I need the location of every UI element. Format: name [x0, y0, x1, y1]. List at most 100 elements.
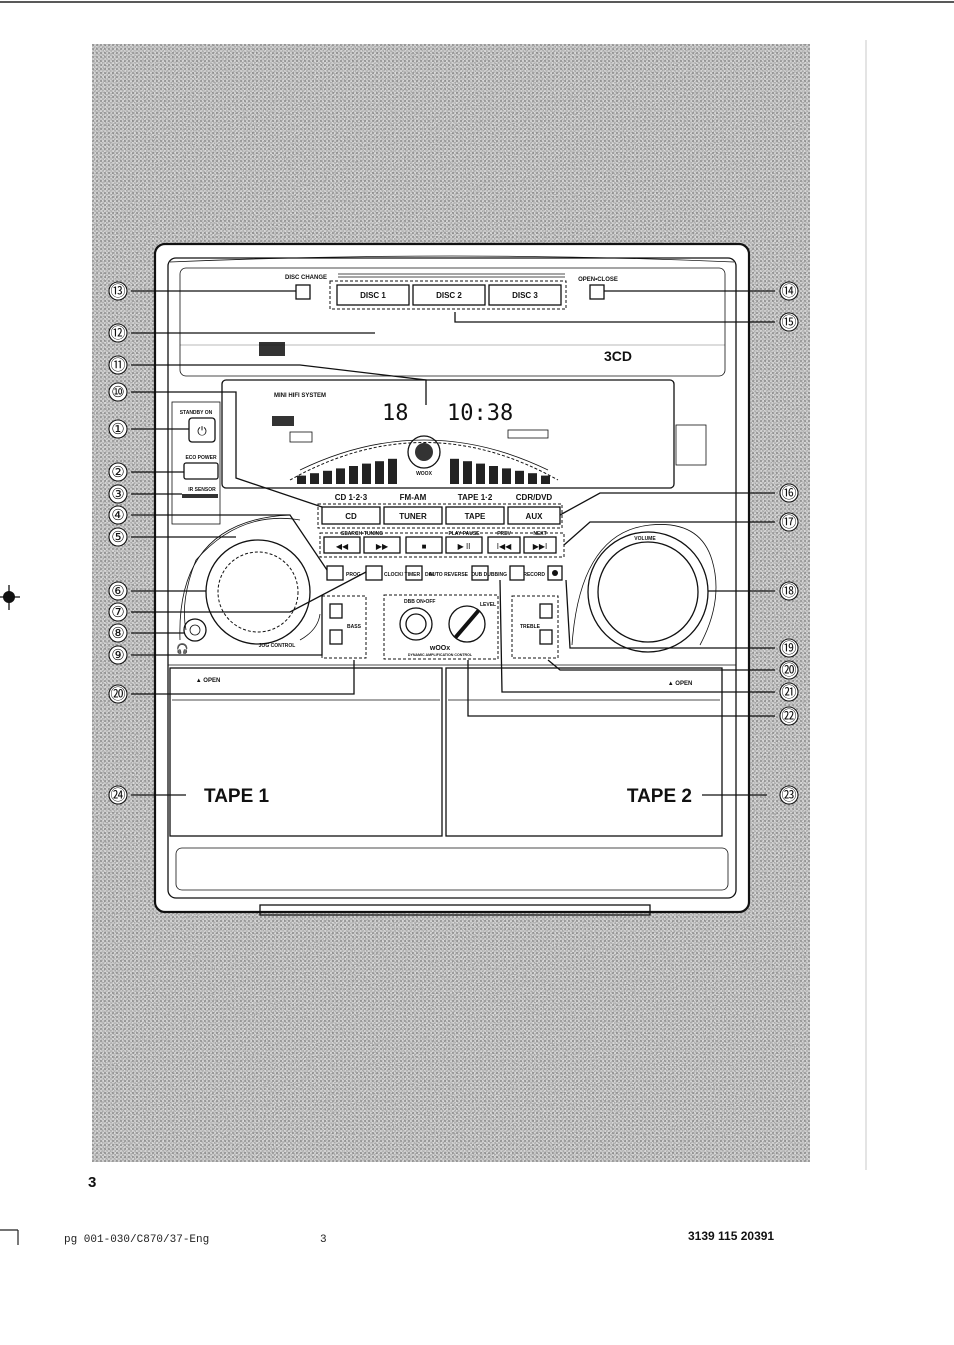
auto-reverse-label: AUTO REVERSE	[429, 572, 469, 578]
open-left-label: ▲ OPEN	[196, 678, 221, 684]
prev-button[interactable]	[487, 536, 521, 554]
dbb-knob[interactable]	[399, 607, 433, 641]
headphone-icon: 🎧	[176, 642, 188, 655]
dim-label: DIM	[425, 572, 434, 578]
forward-button[interactable]	[363, 536, 401, 554]
ir-sensor	[182, 494, 218, 498]
standby-button[interactable]	[188, 417, 216, 443]
callout-left-10-circle	[108, 581, 128, 601]
volume-knob[interactable]	[587, 531, 709, 653]
dub-button[interactable]	[509, 565, 525, 581]
callout-left-13-circle	[108, 645, 128, 665]
spectrum-bar	[310, 473, 319, 484]
eco-power-label: ECO POWER	[185, 455, 217, 461]
treble-group	[511, 595, 559, 659]
dac-caption: DYNAMIC AMPLIFICATION CONTROL	[408, 653, 473, 657]
disc1-button[interactable]	[336, 284, 410, 306]
record-label: RECORD	[523, 572, 545, 578]
callout-left-1: ⑬	[110, 282, 125, 300]
record-button[interactable]	[547, 565, 563, 581]
next-icon: ▶▶I	[533, 542, 548, 551]
bass-down-button[interactable]	[329, 629, 343, 645]
disc2-button[interactable]	[412, 284, 486, 306]
stereo-unit: ⏻	[153, 242, 751, 916]
callout-left-11: ⑦	[111, 603, 124, 621]
headphone-jack[interactable]	[183, 618, 207, 642]
callout-left-4-circle	[108, 382, 128, 402]
spectrum-bar	[489, 466, 498, 484]
tuner-source-button[interactable]	[383, 506, 443, 525]
display-track: 18	[382, 401, 409, 426]
treble-label: TREBLE	[520, 624, 541, 630]
rewind-button[interactable]	[323, 536, 361, 554]
callout-left-14: ⑳	[110, 685, 125, 703]
spectrum-bar	[515, 470, 524, 484]
callout-right-3-circle	[779, 483, 799, 503]
callout-right-6: ⑲	[781, 639, 796, 657]
treble-up-button[interactable]	[539, 603, 553, 619]
callout-right-1-circle	[779, 281, 799, 301]
dub-label: DUB DUBBING	[471, 572, 507, 578]
callout-left-5-circle	[108, 419, 128, 439]
ir-sensor-label: IR SENSOR	[188, 487, 216, 493]
disc3-button[interactable]	[488, 284, 562, 306]
display-caption: MINI HIFI SYSTEM	[274, 393, 326, 399]
clock-timer-button[interactable]	[365, 565, 383, 581]
disc3-label: DISC 3	[512, 291, 538, 300]
spectrum-bar	[476, 463, 485, 484]
callout-right-10: ㉓	[781, 786, 796, 804]
spectrum-bar	[541, 475, 550, 484]
callout-right-7-circle	[779, 660, 799, 680]
tape-source-button[interactable]	[445, 506, 505, 525]
cd-logo-icon	[259, 342, 285, 356]
treble-down-button[interactable]	[539, 629, 553, 645]
cd-top-label: CD 1·2·3	[335, 493, 368, 502]
spectrum-bar	[388, 458, 397, 484]
jog-dial[interactable]	[205, 539, 311, 645]
open-close-button[interactable]	[589, 284, 605, 300]
display-woox: WOOX	[416, 471, 432, 477]
spectrum-bar	[323, 470, 332, 484]
level-knob[interactable]	[448, 605, 486, 643]
power-icon: ⏻	[197, 424, 207, 438]
callout-right-7: ⑳	[781, 661, 796, 679]
callout-right-3: ⑯	[781, 484, 796, 502]
auto-reverse-button[interactable]	[471, 565, 489, 581]
prev-label: PREV	[497, 531, 511, 537]
cd-source-button[interactable]	[321, 506, 381, 525]
stop-button[interactable]	[405, 536, 443, 554]
callout-right-2: ⑮	[781, 313, 796, 331]
tuner-button-label: TUNER	[399, 512, 427, 521]
tape1-deck[interactable]	[169, 667, 443, 837]
bass-label: BASS	[347, 624, 362, 630]
callout-left-3: ⑪	[110, 356, 125, 374]
disc-change-button[interactable]	[295, 284, 311, 300]
tape1-label: TAPE 1	[204, 786, 270, 807]
callout-left-3-circle	[108, 355, 128, 375]
stop-icon: ■	[422, 542, 427, 551]
eco-power-button[interactable]	[183, 462, 219, 480]
tape2-deck[interactable]	[445, 667, 723, 837]
prog-button[interactable]	[326, 565, 344, 581]
callout-left-8: ④	[111, 506, 124, 524]
callout-left-7: ③	[111, 485, 124, 503]
spectrum-bar	[528, 473, 537, 484]
aux-source-button[interactable]	[507, 506, 561, 525]
callout-right-8: ㉑	[781, 683, 796, 701]
callout-left-10: ⑥	[111, 582, 124, 600]
play-pause-button[interactable]	[445, 536, 483, 554]
callout-left-1-circle	[108, 281, 128, 301]
bass-up-button[interactable]	[329, 603, 343, 619]
aux-top-label: CDR/DVD	[516, 493, 553, 502]
standby-label: STANDBY ON	[180, 410, 213, 416]
disc2-label: DISC 2	[436, 291, 462, 300]
spectrum-bar	[336, 468, 345, 484]
callout-left-12-circle	[108, 623, 128, 643]
callout-left-13: ⑨	[111, 646, 124, 664]
display-time: 10:38	[447, 401, 513, 426]
level-label: LEVEL	[480, 602, 496, 608]
dim-button[interactable]	[405, 565, 423, 581]
rewind-icon: ◀◀	[336, 542, 349, 551]
next-button[interactable]	[523, 536, 557, 554]
